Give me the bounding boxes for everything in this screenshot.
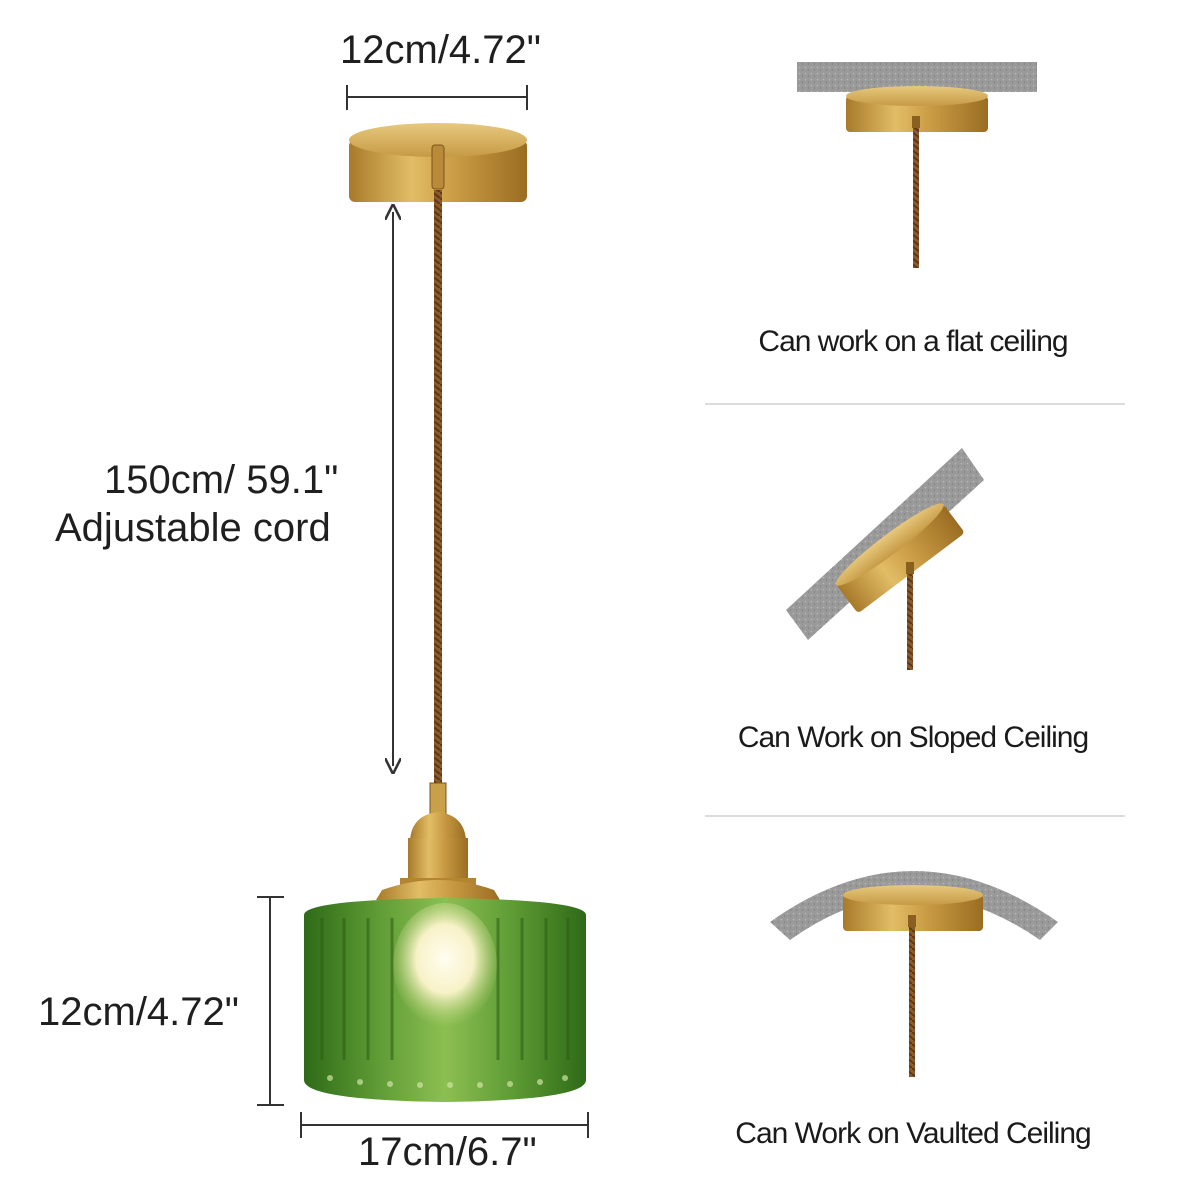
flat-ceiling-caption: Can work on a flat ceiling: [758, 325, 1068, 358]
vaulted-ceiling-caption: Can Work on Vaulted Ceiling: [735, 1117, 1091, 1150]
shade-height-label: 12cm/4.72": [38, 990, 239, 1034]
canopy-width-dimension: [346, 85, 528, 110]
canopy-width-label: 12cm/4.72": [340, 28, 541, 72]
flat-ceiling-icon: [797, 62, 1037, 268]
cord: [434, 190, 442, 788]
shade-width-dimension: [300, 1112, 589, 1138]
lamp-socket: [376, 782, 500, 900]
glass-shade: [304, 898, 586, 1102]
sloped-ceiling-caption: Can Work on Sloped Ceiling: [737, 721, 1089, 754]
canopy: [349, 123, 527, 202]
vaulted-ceiling-icon: [770, 871, 1058, 1077]
cord-note-label: Adjustable cord: [55, 506, 331, 550]
cord-length-label: 150cm/ 59.1": [104, 458, 339, 502]
shade-height-dimension: [257, 896, 284, 1106]
sloped-ceiling-icon: [786, 448, 984, 670]
shade-width-label: 17cm/6.7": [358, 1130, 537, 1174]
